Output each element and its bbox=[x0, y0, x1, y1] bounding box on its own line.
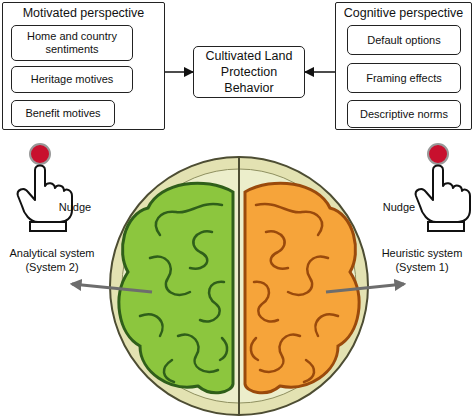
cognitive-box: Framing effects bbox=[347, 63, 461, 93]
leader-arrow bbox=[72, 284, 152, 292]
leader-arrow bbox=[326, 284, 404, 292]
nudge-hand bbox=[18, 144, 72, 231]
motive-box: Heritage motives bbox=[11, 66, 133, 93]
motive-box: Benefit motives bbox=[11, 100, 115, 127]
box-text: Framing effects bbox=[366, 72, 442, 85]
outer-ring bbox=[110, 157, 368, 415]
red-button bbox=[428, 144, 448, 164]
red-button bbox=[30, 144, 50, 164]
box-text: Cultivated Land Protection Behavior bbox=[198, 48, 300, 96]
brain-fold bbox=[251, 204, 338, 382]
box-text: Heritage motives bbox=[31, 73, 114, 86]
group-heading: Motivated perspective bbox=[3, 6, 164, 21]
box-text: Home and country sentiments bbox=[15, 30, 129, 56]
left-hemisphere bbox=[119, 183, 233, 393]
group-box: Cognitive perspectiveDefault optionsFram… bbox=[335, 2, 472, 130]
system-label: Analytical system (System 2) bbox=[2, 246, 102, 274]
nudge-label: Nudge bbox=[374, 200, 424, 214]
box-text: Default options bbox=[367, 34, 440, 47]
hand-outline bbox=[416, 166, 470, 223]
hemisphere-shape bbox=[245, 183, 359, 393]
hand-cuff bbox=[30, 222, 66, 231]
divider-line bbox=[238, 158, 240, 414]
cognitive-box: Default options bbox=[347, 25, 461, 55]
outcome-box: Cultivated Land Protection Behavior bbox=[193, 46, 305, 98]
connector-arrow bbox=[165, 71, 193, 73]
hemisphere-shape bbox=[119, 183, 233, 393]
right-hemisphere bbox=[245, 183, 359, 393]
group-heading: Cognitive perspective bbox=[336, 6, 471, 21]
motive-box: Home and country sentiments bbox=[11, 25, 133, 61]
system-label: Heuristic system (System 1) bbox=[372, 246, 472, 274]
cognitive-box: Descriptive norms bbox=[347, 100, 461, 128]
group-box: Motivated perspectiveHome and country se… bbox=[2, 2, 165, 130]
connector-arrow bbox=[305, 71, 335, 73]
hand-cuff bbox=[428, 222, 464, 231]
brain-fold bbox=[140, 204, 227, 382]
box-text: Descriptive norms bbox=[360, 108, 448, 121]
nudge-label: Nudge bbox=[50, 200, 100, 214]
box-text: Benefit motives bbox=[25, 107, 100, 120]
nudge-hand bbox=[416, 144, 470, 231]
hand-outline bbox=[18, 166, 72, 223]
